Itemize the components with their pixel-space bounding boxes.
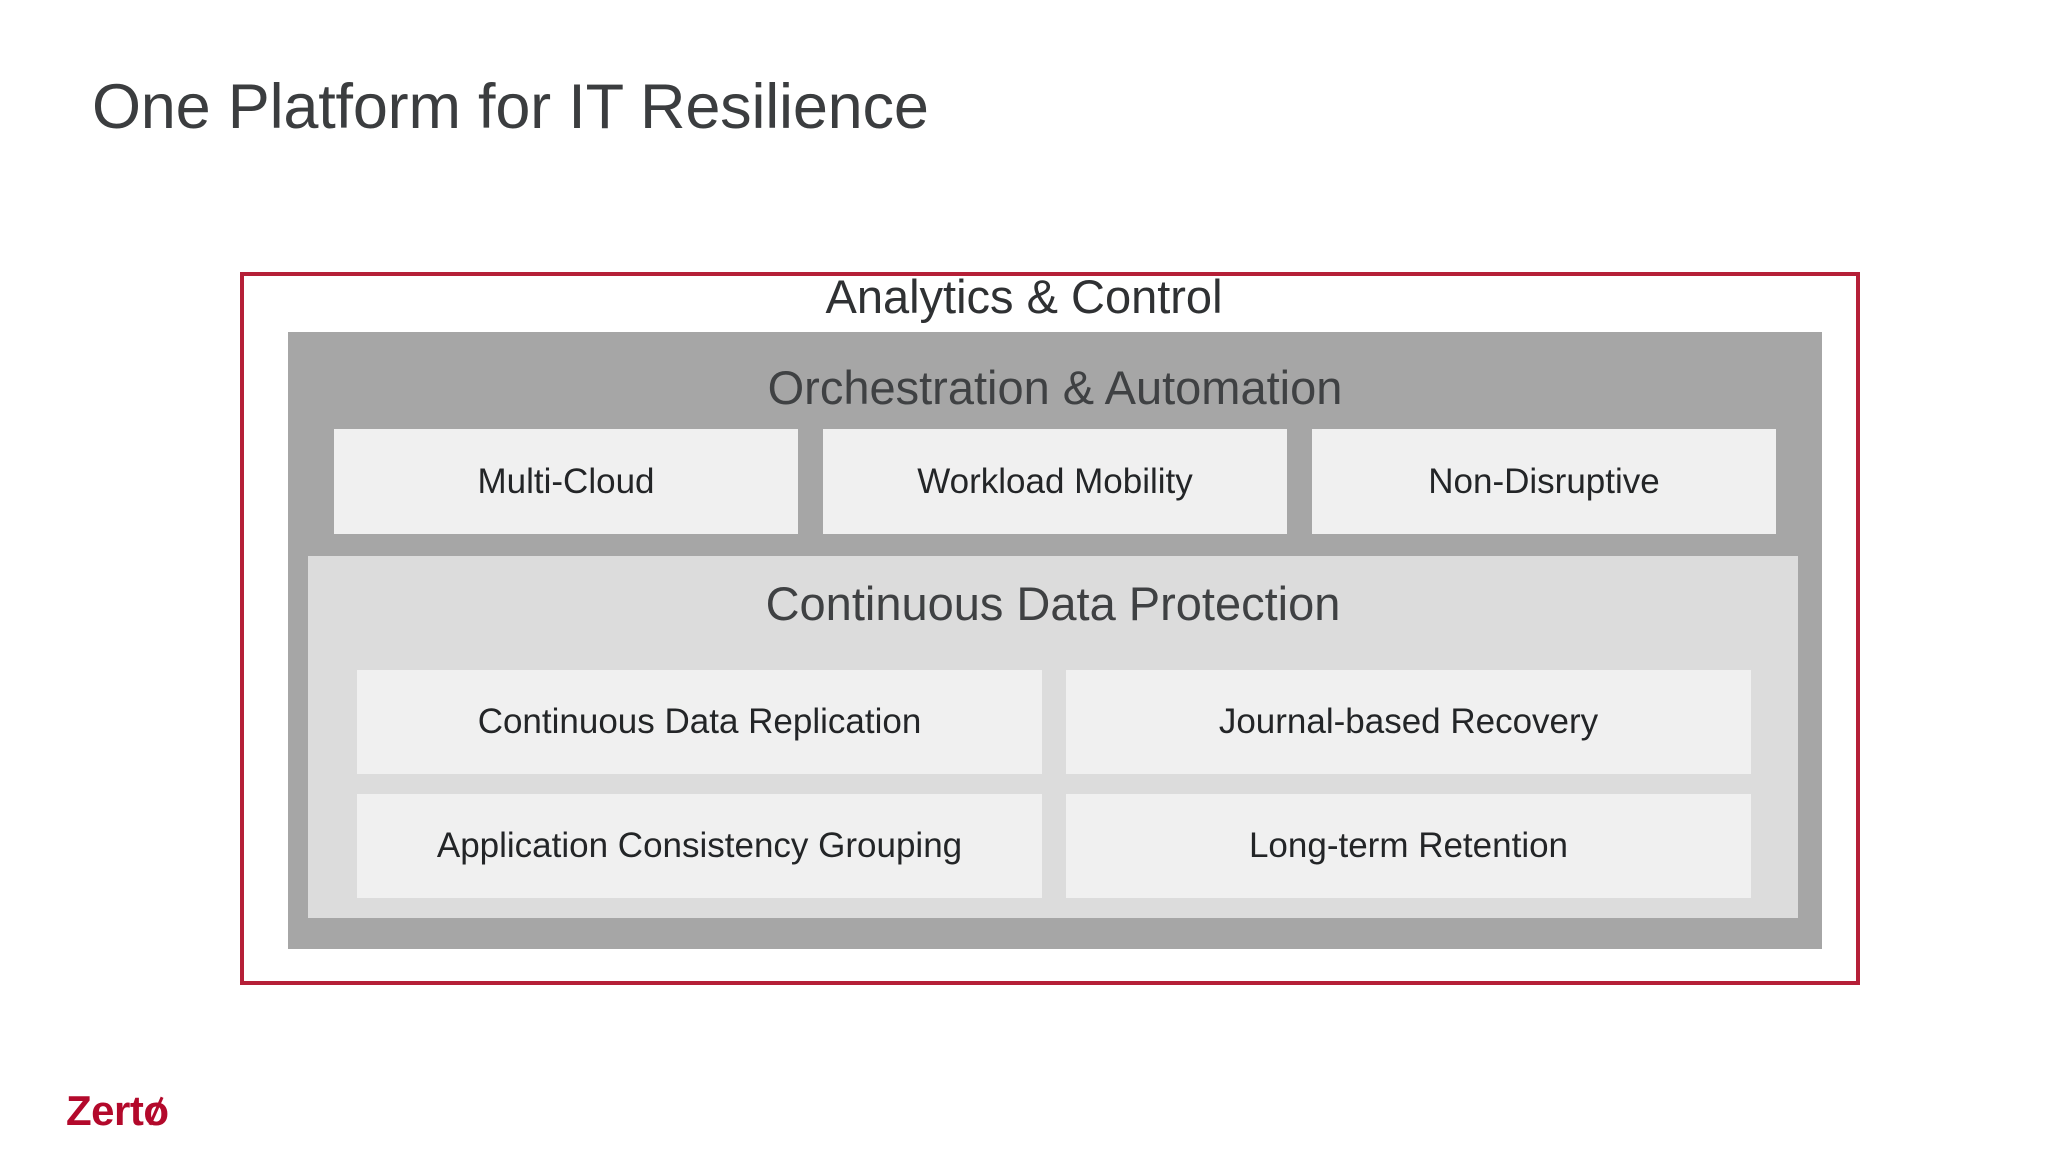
- continuous-data-protection-title: Continuous Data Protection: [765, 577, 1341, 630]
- capability-box-journal-based-recovery[interactable]: Journal-based Recovery: [1066, 670, 1751, 774]
- capability-box-long-term-retention[interactable]: Long-term Retention: [1066, 794, 1751, 898]
- zerto-logo: Zerto: [66, 1090, 169, 1132]
- zerto-logo-slashed-o-icon: o: [143, 1090, 169, 1132]
- orchestration-capability-row: Multi-Cloud Workload Mobility Non-Disrup…: [334, 429, 1776, 534]
- capability-box-multi-cloud[interactable]: Multi-Cloud: [334, 429, 798, 534]
- page-title: One Platform for IT Resilience: [92, 72, 929, 142]
- zerto-logo-wordmark: Zert: [66, 1087, 144, 1134]
- analytics-control-frame: Orchestration & Automation Multi-Cloud W…: [240, 272, 1860, 985]
- capability-box-application-consistency-grouping[interactable]: Application Consistency Grouping: [357, 794, 1042, 898]
- cdp-capability-grid: Continuous Data Replication Journal-base…: [357, 670, 1751, 898]
- continuous-data-protection-panel: Continuous Data Protection Continuous Da…: [308, 556, 1798, 918]
- capability-box-workload-mobility[interactable]: Workload Mobility: [823, 429, 1287, 534]
- orchestration-automation-title: Orchestration & Automation: [767, 361, 1343, 414]
- capability-box-non-disruptive[interactable]: Non-Disruptive: [1312, 429, 1776, 534]
- orchestration-automation-panel: Orchestration & Automation Multi-Cloud W…: [288, 332, 1822, 949]
- capability-box-continuous-data-replication[interactable]: Continuous Data Replication: [357, 670, 1042, 774]
